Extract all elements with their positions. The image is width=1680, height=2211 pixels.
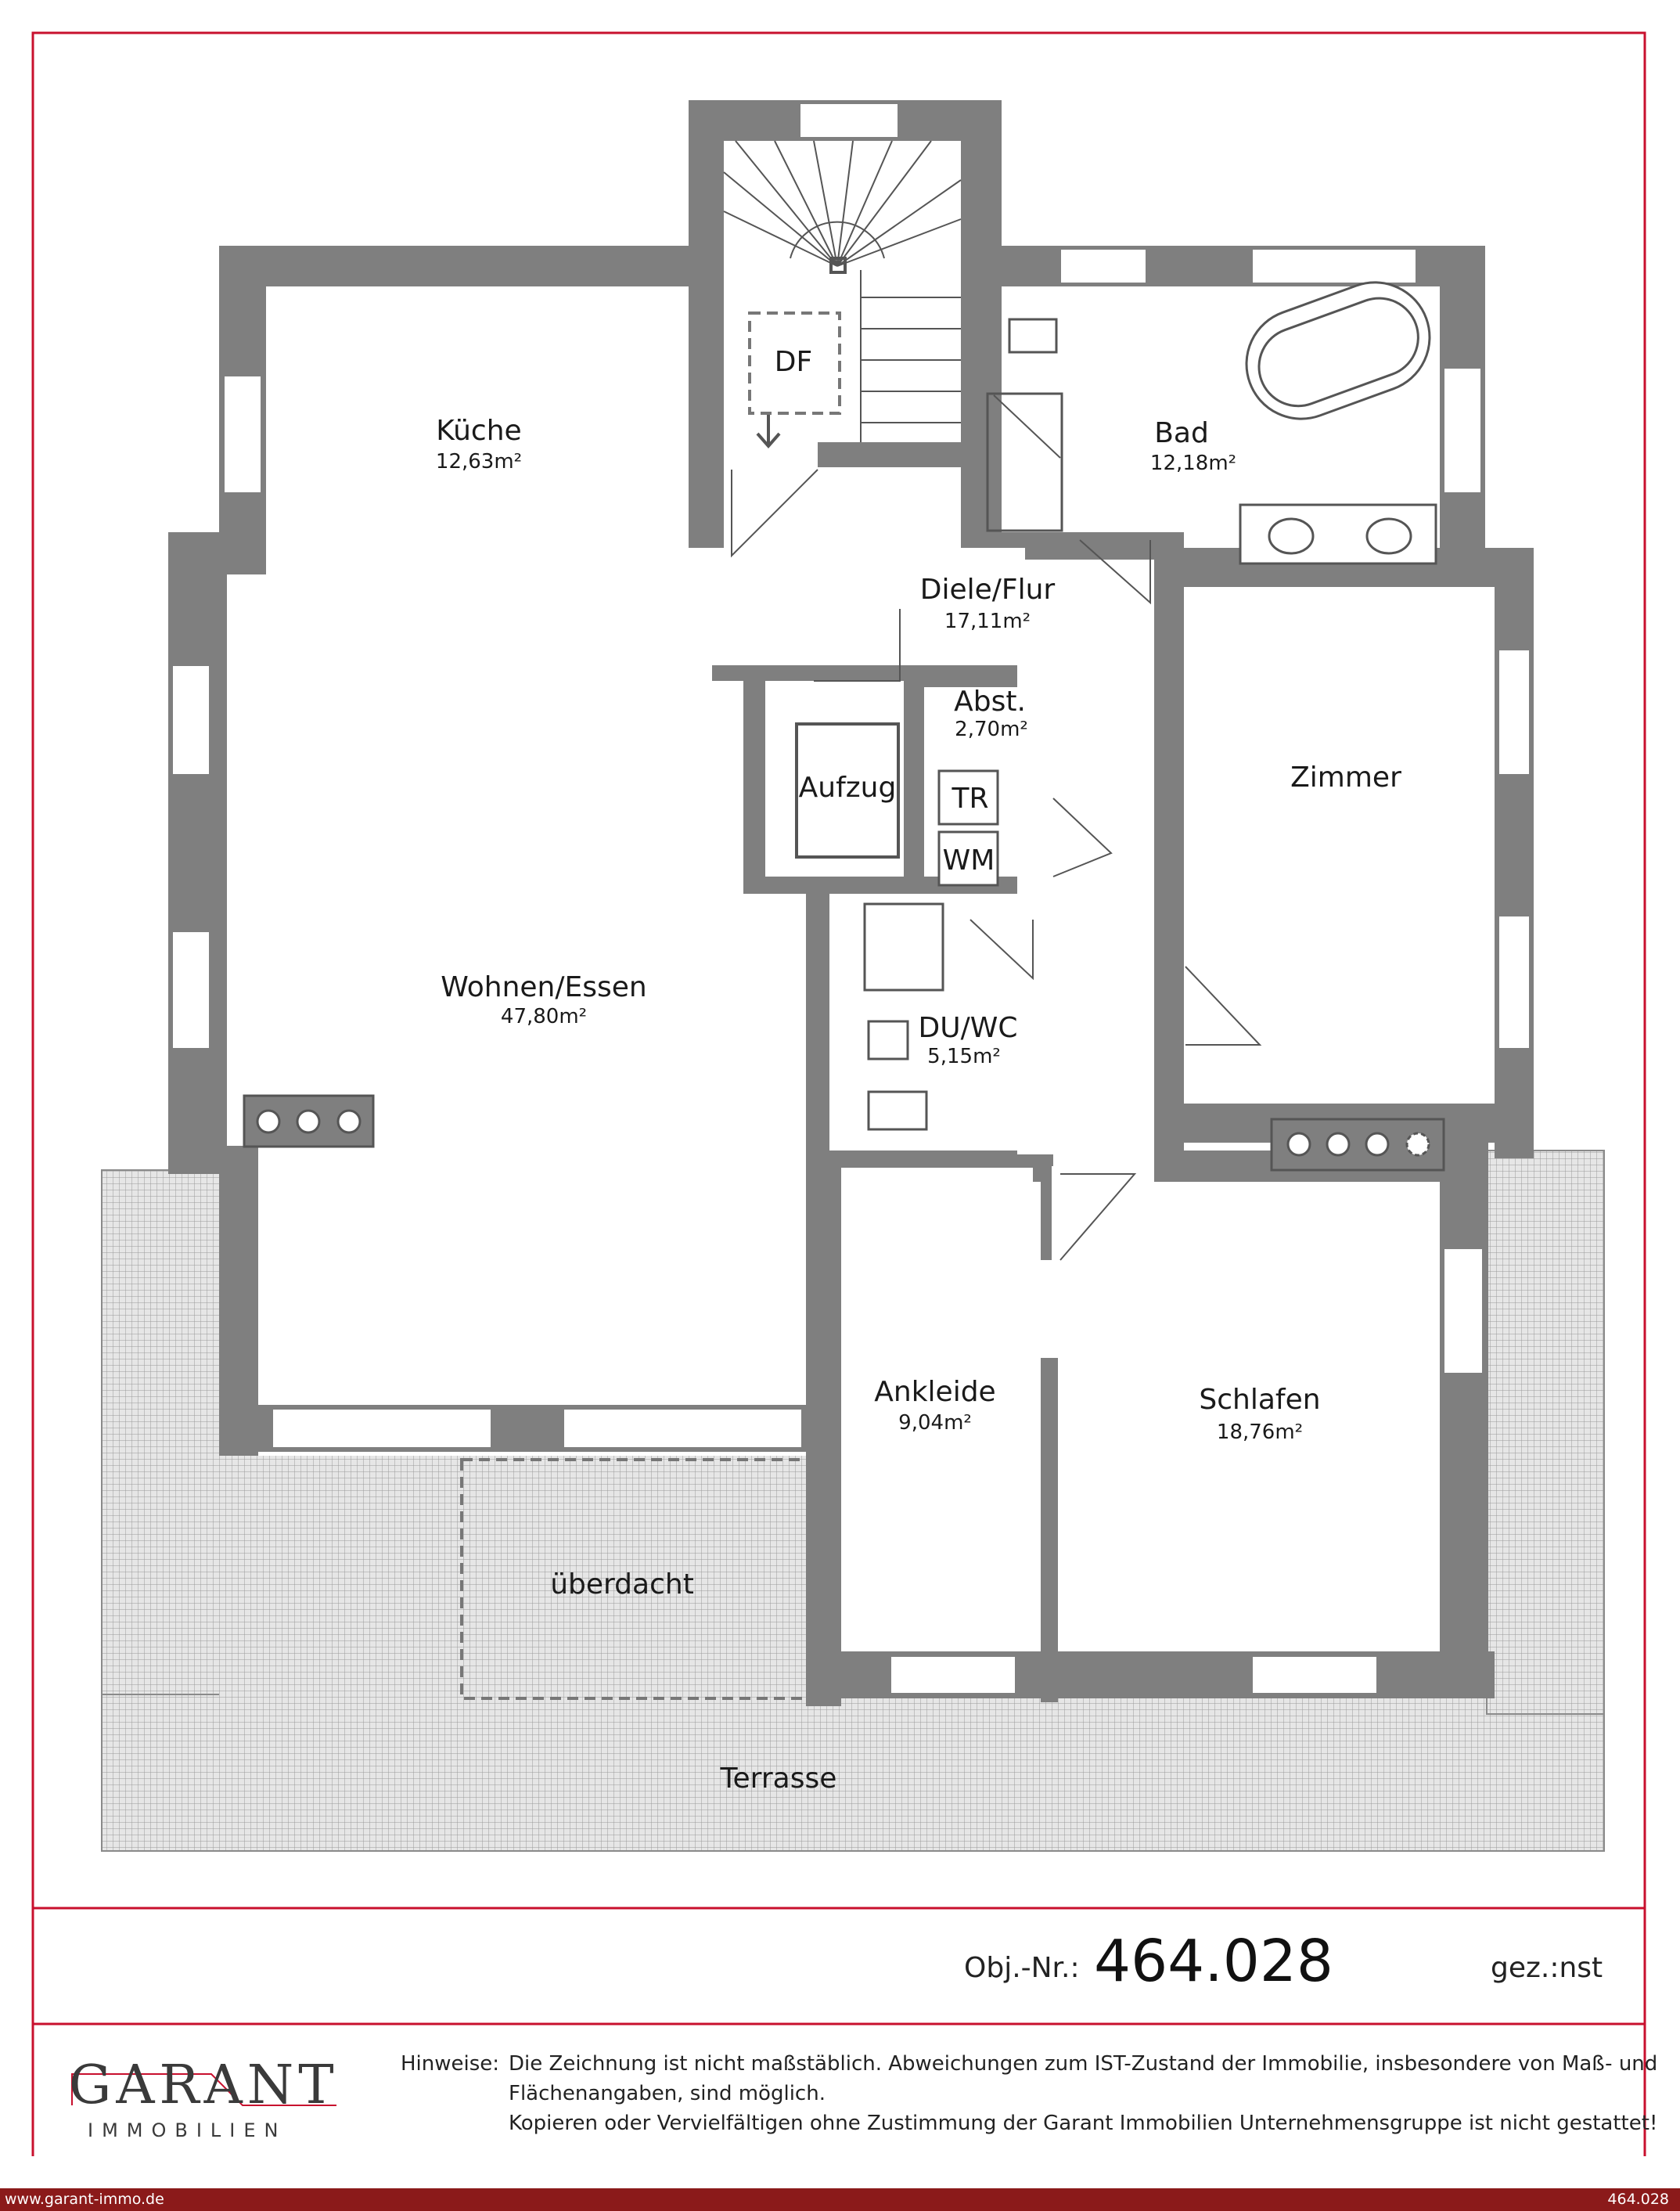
label-df: DF [775, 346, 812, 378]
disclaimer-line: Flächenangaben, sind möglich. [509, 2082, 826, 2105]
page-frame [31, 31, 1646, 2156]
drawn-by: gez.:nst [1491, 1952, 1603, 1984]
tr-box [937, 769, 999, 826]
disclaimer-line: Die Zeichnung ist nicht maßstäblich. Abw… [509, 2052, 1658, 2076]
room-area-abst: 2,70m² [955, 718, 1028, 741]
room-area-wohnen: 47,80m² [501, 1005, 587, 1028]
room-area-bad: 12,18m² [1150, 452, 1236, 475]
object-number-label: Obj.-Nr.: [964, 1952, 1080, 1984]
label-terrasse: Terrasse [720, 1763, 837, 1795]
logo-subtitle: IMMOBILIEN [88, 2119, 287, 2141]
room-label-duwc: DU/WC [919, 1012, 1018, 1044]
room-area-ankleide: 9,04m² [898, 1411, 972, 1435]
website-link[interactable]: www.garant-immo.de [5, 2191, 164, 2208]
staircase [723, 140, 962, 442]
label-tr: TR [951, 783, 988, 815]
room-label-abst: Abst. [954, 686, 1026, 718]
room-label-diele: Diele/Flur [920, 574, 1056, 606]
label-ueberdacht: überdacht [550, 1568, 694, 1601]
label-wm: WM [943, 844, 995, 877]
object-number: 464.028 [1094, 1928, 1334, 1995]
disclaimer-text: Die Zeichnung ist nicht maßstäblich. Abw… [509, 2049, 1658, 2138]
room-area-duwc: 5,15m² [927, 1045, 1001, 1068]
room-labels: Küche 12,63m² Wohnen/Essen 47,80m² Diele… [436, 346, 1401, 1795]
elevator-car [795, 722, 900, 859]
room-area-kueche: 12,63m² [436, 450, 522, 474]
disclaimer-line: Kopieren oder Vervielfältigen ohne Zusti… [509, 2112, 1658, 2135]
room-area-diele: 17,11m² [944, 610, 1031, 633]
logo-wordmark: GARANT [69, 2054, 339, 2116]
footer-object-number: 464.028 [1607, 2191, 1669, 2208]
room-interiors [227, 141, 1495, 1651]
room-label-ankleide: Ankleide [874, 1376, 995, 1408]
disclaimer-label: Hinweise: [401, 2052, 500, 2076]
df-box [748, 311, 841, 415]
wm-box [937, 830, 999, 887]
room-label-kueche: Küche [436, 415, 521, 447]
footer-bar [0, 2188, 1680, 2211]
down-arrow-icon [756, 415, 781, 449]
room-label-zimmer: Zimmer [1290, 762, 1401, 794]
room-label-schlafen: Schlafen [1199, 1384, 1320, 1416]
doors [731, 394, 1262, 1261]
windows [171, 103, 1531, 1694]
room-label-bad: Bad [1154, 417, 1209, 449]
label-aufzug: Aufzug [799, 772, 897, 804]
room-area-schlafen: 18,76m² [1217, 1421, 1303, 1444]
room-label-wohnen: Wohnen/Essen [441, 971, 646, 1003]
chimney-flues [243, 1094, 1445, 1172]
bathroom-fixtures [863, 281, 1437, 1131]
logo-roof-icon [71, 2073, 336, 2106]
